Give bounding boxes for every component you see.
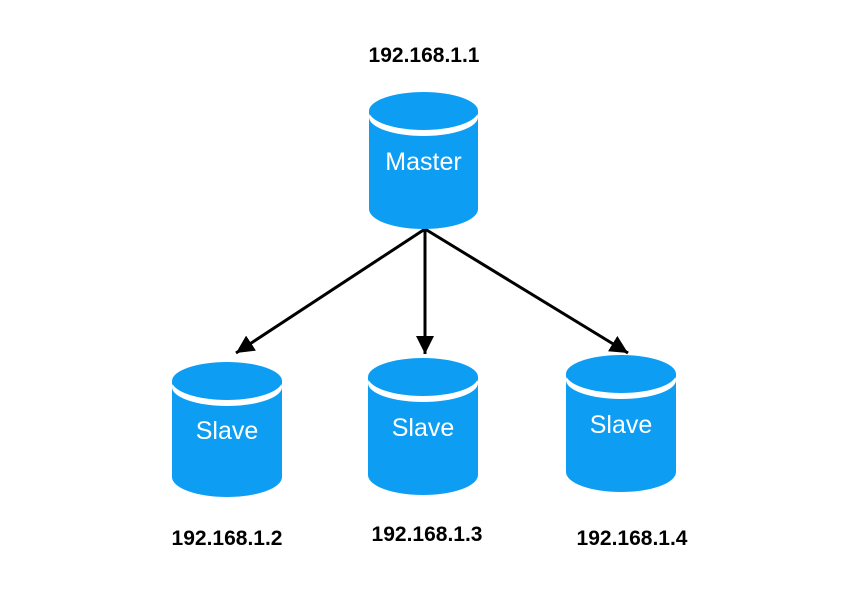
slave-node-label: Slave: [391, 413, 455, 442]
database-cylinder-lid: [172, 362, 282, 400]
master-node-label: Master: [385, 147, 462, 176]
slave-ip-label-2: 192.168.1.3: [371, 523, 483, 546]
slave-database-node-1: Slave: [172, 362, 282, 497]
slave-node-label: Slave: [195, 416, 259, 445]
master-database-node: Master: [369, 92, 478, 229]
slave-database-node-3: Slave: [566, 355, 676, 492]
database-cylinder-lid: [566, 355, 676, 393]
slave-ip-label-1: 192.168.1.2: [171, 527, 283, 550]
database-cylinder-lid: [368, 358, 478, 396]
arrow-master-to-slave-3: [424, 227, 629, 355]
database-cylinder-lid: [369, 92, 478, 130]
slave-database-node-2: Slave: [368, 358, 478, 495]
arrow-master-to-slave-1: [235, 227, 426, 355]
slave-node-label: Slave: [589, 410, 653, 439]
slave-ip-label-3: 192.168.1.4: [576, 527, 688, 550]
master-ip-label: 192.168.1.1: [368, 44, 480, 67]
